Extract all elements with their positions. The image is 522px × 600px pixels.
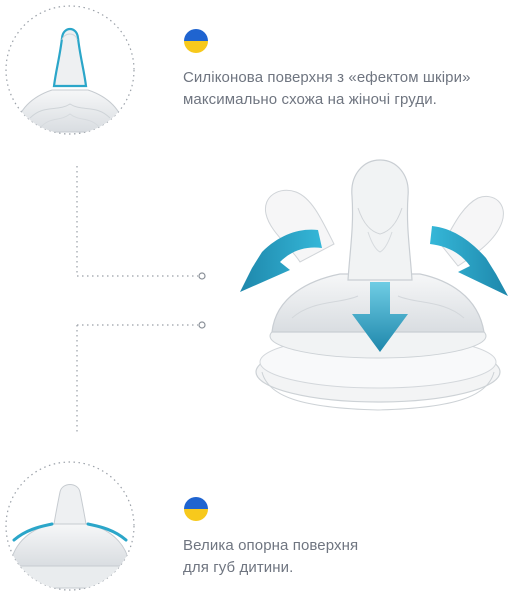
flexible-teat-arrows-illustration — [240, 159, 508, 411]
caption-line: Силіконова поверхня з «ефектом шкіри» — [183, 69, 471, 86]
teat-wide-base-icon — [5, 461, 135, 591]
feature-caption-skin-surface: Силіконова поверхня з «ефектом шкіри» ма… — [183, 67, 471, 111]
connector-endpoint-top — [198, 272, 206, 280]
caption-line: максимально схожа на жіночі груди. — [183, 91, 437, 108]
connector-endpoint-bottom — [198, 321, 206, 329]
ukraine-flag-icon — [184, 497, 208, 521]
teat-skin-surface-icon — [5, 5, 135, 135]
ukraine-flag-icon — [184, 29, 208, 53]
feature-caption-wide-base: Велика опорна поверхня для губ дитини. — [183, 535, 358, 579]
connector-lines — [76, 166, 198, 432]
caption-line: для губ дитини. — [183, 559, 294, 576]
caption-line: Велика опорна поверхня — [183, 537, 359, 554]
